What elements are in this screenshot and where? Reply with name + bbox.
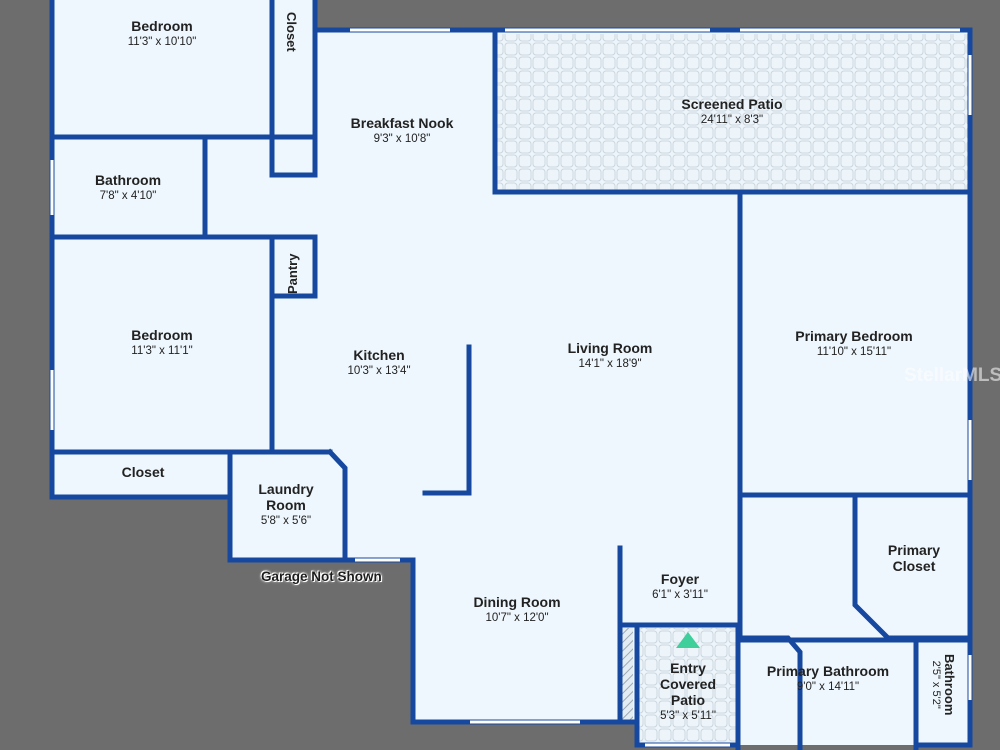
closet-top-label: Closet: [284, 12, 299, 52]
bathroom-right-label: Bathroom 2'5" x 5'2": [929, 654, 957, 716]
walls: [49, 0, 973, 750]
windows: [50, 28, 972, 747]
watermark: StellarMLS: [904, 365, 1000, 386]
screened-patio-label: Screened Patio 24'11" x 8'3": [681, 96, 783, 127]
entry-hatch: [621, 628, 633, 720]
screened-patio-floor: [497, 34, 969, 191]
bedroom-top-label: Bedroom 11'3" x 10'10": [127, 18, 197, 49]
garage-note: Garage Not Shown: [261, 569, 382, 584]
bathroom-left-label: Bathroom 7'8" x 4'10": [94, 172, 162, 203]
kitchen-label: Kitchen 10'3" x 13'4": [347, 347, 411, 378]
dining-room-label: Dining Room 10'7" x 12'0": [473, 594, 561, 625]
primary-bathroom-label: Primary Bathroom 9'0" x 14'11": [766, 663, 890, 694]
foyer-label: Foyer 6'1" x 3'11": [652, 571, 708, 602]
laundry-label: Laundry Room 5'8" x 5'6": [258, 481, 314, 528]
entry-arrow-icon: [676, 632, 700, 648]
primary-bedroom-label: Primary Bedroom 11'10" x 15'11": [795, 328, 913, 359]
primary-closet-label: Primary Closet: [887, 542, 941, 575]
pantry-label: Pantry: [285, 253, 300, 294]
closet-bottom-label: Closet: [121, 464, 165, 480]
living-room-label: Living Room 14'1" x 18'9": [567, 340, 653, 371]
entry-patio-label: Entry Covered Patio 5'3" x 5'11": [659, 660, 717, 723]
bedroom-mid-label: Bedroom 11'3" x 11'1": [131, 327, 193, 358]
breakfast-nook-label: Breakfast Nook 9'3" x 10'8": [350, 115, 454, 146]
